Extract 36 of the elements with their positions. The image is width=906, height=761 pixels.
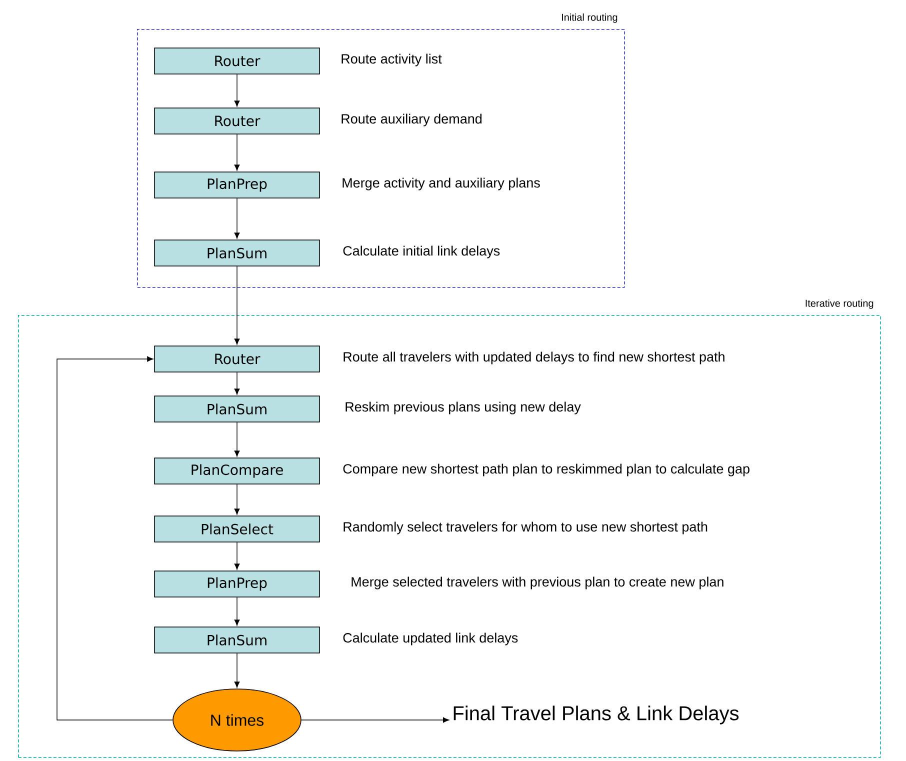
process-box: Router bbox=[154, 48, 320, 74]
arrow bbox=[234, 653, 240, 688]
step-description: Merge selected travelers with previous plan to create new plan bbox=[352, 576, 724, 590]
arrow bbox=[234, 198, 240, 239]
arrow bbox=[234, 484, 240, 515]
step-description: Reskim previous plans using new delay bbox=[346, 402, 581, 414]
arrow bbox=[234, 74, 240, 107]
arrow bbox=[234, 422, 240, 457]
arrow bbox=[56, 356, 173, 720]
step-description: Calculate initial link delays bbox=[343, 246, 500, 258]
process-box: PlanSum bbox=[154, 240, 320, 266]
arrow bbox=[234, 266, 240, 345]
arrow bbox=[234, 542, 240, 570]
step-description: Randomly select travelers for whom to use new shortest path bbox=[344, 522, 708, 534]
step-description: Compare new shortest path plan to reskimmed plan to calculate gap bbox=[343, 464, 750, 476]
arrow bbox=[234, 597, 240, 626]
process-box: Router bbox=[154, 346, 320, 372]
step-description: Route all travelers with updated delays to find new shortest path bbox=[344, 352, 724, 364]
process-box: PlanSum bbox=[154, 626, 320, 654]
arrow bbox=[234, 372, 240, 395]
step-description: Calculate updated link delays bbox=[343, 632, 518, 646]
decision-oval: N times bbox=[172, 688, 302, 752]
step-description: Route auxiliary demand bbox=[342, 114, 482, 126]
process-box: Router bbox=[154, 108, 320, 134]
arrow bbox=[301, 717, 450, 723]
step-description: Route activity list bbox=[342, 54, 442, 66]
process-box: PlanCompare bbox=[154, 458, 320, 484]
process-box: PlanSelect bbox=[154, 516, 320, 542]
process-box: PlanPrep bbox=[154, 172, 320, 198]
frame-heading: Iterative routing bbox=[806, 299, 874, 309]
frame-heading: Initial routing bbox=[562, 13, 618, 23]
process-box: PlanPrep bbox=[154, 570, 320, 598]
step-description: Merge activity and auxiliary plans bbox=[342, 178, 540, 190]
process-box: PlanSum bbox=[154, 396, 320, 422]
arrow bbox=[234, 134, 240, 171]
result-text: Final Travel Plans & Link Delays bbox=[454, 706, 739, 724]
